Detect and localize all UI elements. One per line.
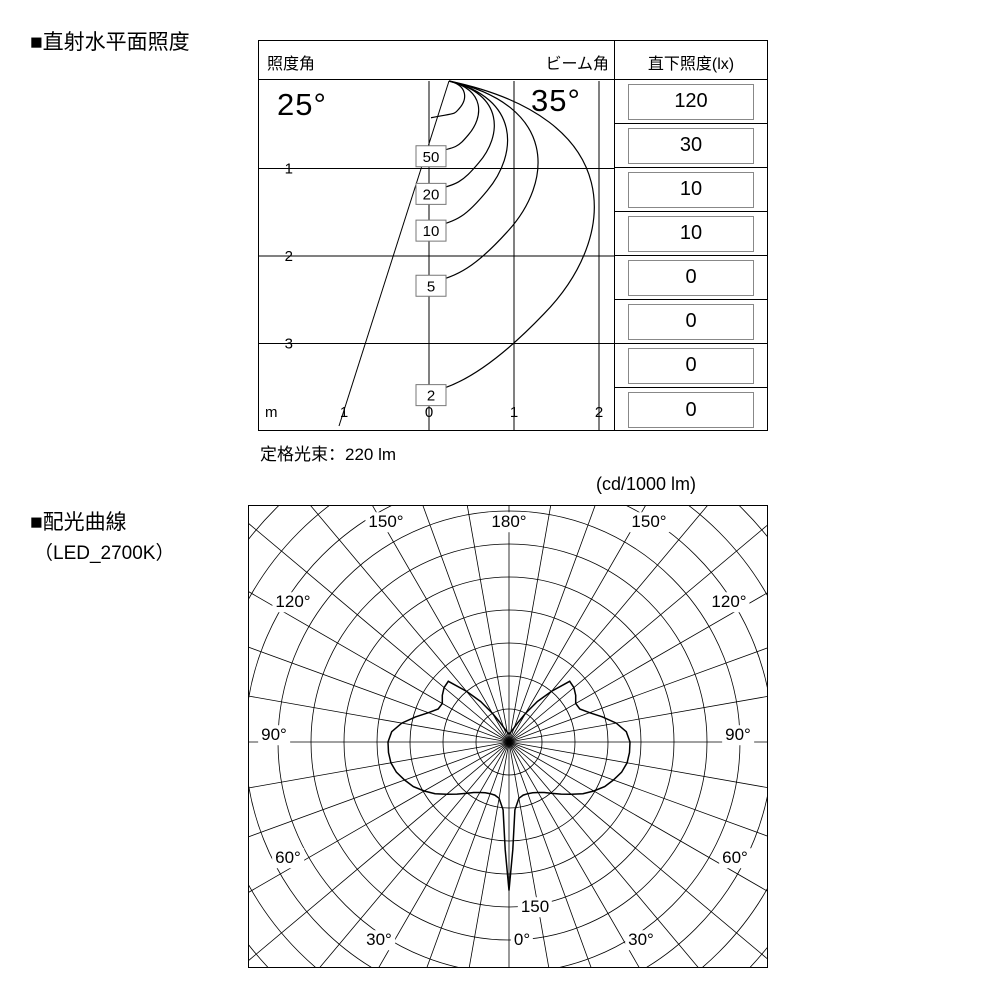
iso-lux-curve-120 [430, 80, 466, 119]
iso-label-box [415, 182, 447, 205]
column-header-beam-angle: ビーム角 [545, 56, 609, 73]
iso-label-box [415, 145, 447, 168]
beam-angle-value: 35° [531, 83, 581, 118]
direct-illuminance-value: 0 [628, 303, 754, 340]
direct-illuminance-value: 0 [628, 392, 754, 428]
table-row: 0 [615, 388, 767, 432]
iso-lux-label: 10 [423, 223, 440, 240]
distribution-curve [387, 680, 631, 891]
bottom-tick-label: 1 [510, 404, 518, 421]
illuminance-angle-value: 25° [277, 87, 327, 122]
illuminance-angle-line [338, 80, 450, 427]
polar-angle-label: 0° [510, 930, 534, 950]
rated-flux-note: 定格光束：220 lm [260, 445, 397, 464]
iso-label-box [415, 274, 447, 297]
table-row: 10 [615, 168, 767, 212]
polar-angle-label: 120° [708, 592, 750, 612]
polar-grid [249, 506, 767, 967]
iso-label-box [415, 384, 447, 407]
direct-illuminance-value: 0 [628, 259, 754, 296]
left-tick-label: 2 [285, 248, 293, 265]
iso-lux-curve-50 [430, 80, 480, 154]
bottom-tick-label: 1 [340, 404, 348, 421]
direct-illuminance-value: 10 [628, 215, 754, 252]
polar-chart-box: 150° 180° 150° 120° 120° 90° 90° 60° 60° 30° 0° 30°… [248, 505, 768, 968]
polar-angle-label: 30° [363, 930, 395, 950]
polar-angle-label: 30° [625, 930, 657, 950]
section-title-direct-illuminance: ■直射水平面照度 [30, 31, 190, 54]
table-row: 120 [615, 80, 767, 124]
iso-lux-label: 5 [427, 278, 435, 295]
polar-angle-label: 60° [719, 848, 751, 868]
iso-lux-label: 50 [423, 149, 440, 166]
direct-illuminance-table: 120 30 10 10 0 0 0 0 [615, 80, 767, 432]
polar-chart-svg [249, 506, 767, 967]
table-row: 0 [615, 256, 767, 300]
direct-illuminance-value: 10 [628, 171, 754, 208]
table-row: 0 [615, 300, 767, 344]
polar-angle-label: 150° [628, 512, 670, 532]
column-header-illuminance-angle: 照度角 [267, 56, 316, 73]
axis-unit-label: m [265, 404, 278, 421]
table-row: 0 [615, 344, 767, 388]
bottom-tick-label: 0 [425, 404, 433, 421]
iso-lux-label: 2 [427, 388, 435, 405]
polar-ring-value-label: 150 [517, 897, 553, 917]
table-separator-line [614, 41, 615, 430]
direct-illuminance-value: 120 [628, 83, 754, 120]
iso-lux-label: 20 [423, 186, 440, 203]
iso-lux-curves [430, 80, 595, 393]
section-subtitle-led: （LED_2700K） [34, 543, 175, 564]
iso-lux-curve-5 [430, 80, 539, 283]
iso-lux-curve-10 [430, 80, 509, 228]
polar-angle-label: 180° [488, 512, 530, 532]
polar-angle-label: 90° [258, 725, 290, 745]
iso-label-box [415, 219, 447, 242]
table-row: 10 [615, 212, 767, 256]
section-title-distribution: ■配光曲線 [30, 511, 127, 534]
polar-angle-label: 90° [722, 725, 754, 745]
polar-angle-label: 60° [272, 848, 304, 868]
table-row: 30 [615, 124, 767, 168]
direct-illuminance-value: 0 [628, 347, 754, 384]
cone-grid [259, 81, 614, 430]
iso-lux-curve-20 [430, 80, 495, 191]
column-header-direct-illuminance: 直下照度(lx) [647, 56, 735, 73]
left-tick-label: 1 [285, 161, 293, 178]
bottom-tick-label: 2 [595, 404, 603, 421]
left-tick-label: 3 [285, 336, 293, 353]
polar-unit-label: (cd/1000 lm) [596, 474, 697, 494]
direct-illuminance-value: 30 [628, 127, 754, 164]
polar-angle-label: 120° [272, 592, 314, 612]
iso-lux-curve-2 [430, 80, 595, 393]
polar-angle-label: 150° [365, 512, 407, 532]
header-separator-line [259, 79, 767, 80]
